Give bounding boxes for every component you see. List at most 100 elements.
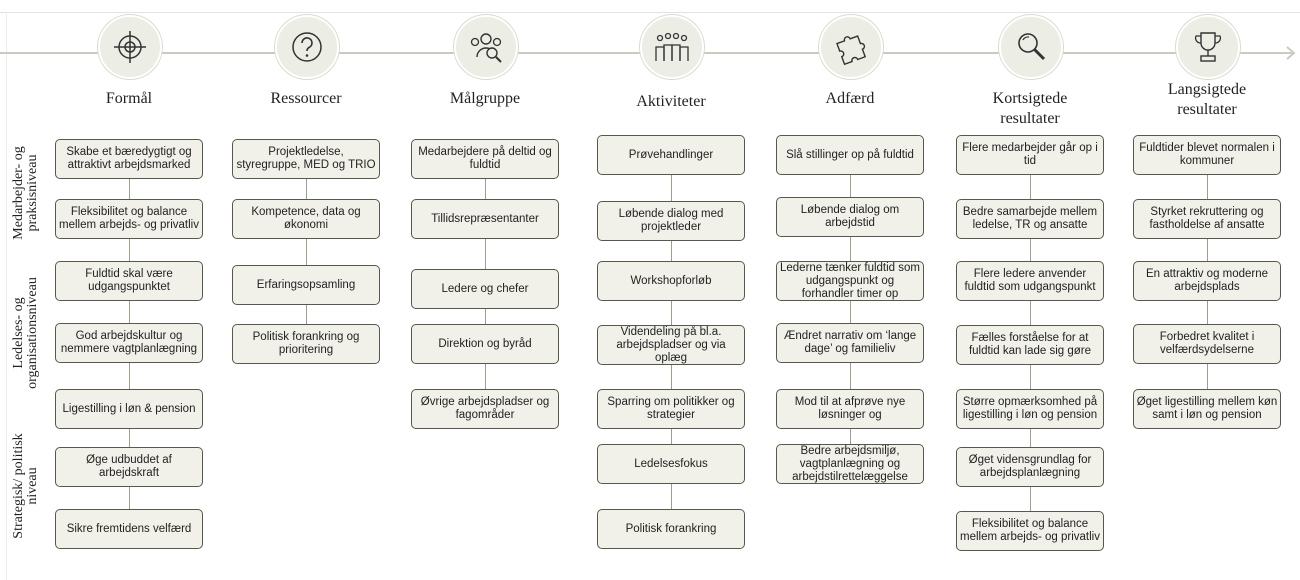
diagram-node: Kompetence, data og økonomi [232, 199, 380, 239]
diagram-node: Løbende dialog om arbejdstid [776, 197, 924, 237]
connector-line [1207, 364, 1208, 389]
diagram-node: Politisk forankring [597, 509, 745, 549]
connector-line [129, 429, 130, 447]
connector-line [129, 239, 130, 261]
connector-line [1030, 301, 1031, 325]
column-title: Målgruppe [449, 90, 521, 107]
diagram-node: Fælles forståelse for at fuldtid kan lad… [956, 325, 1104, 365]
connector-line [1030, 429, 1031, 447]
diagram-node: Erfaringsopsamling [232, 265, 380, 305]
level-label-employee: Medarbejder- og praksisniveau [11, 145, 40, 240]
connector-line [485, 309, 486, 324]
connector-line [129, 301, 130, 323]
diagram-node: Ændret narrativ om ‘lange dage’ og famil… [776, 323, 924, 363]
diagram-node: Fleksibilitet og balance mellem arbejds-… [55, 199, 203, 239]
connector-line [1207, 239, 1208, 261]
connector-line [671, 175, 672, 201]
diagram-node: Ledelsesfokus [597, 444, 745, 484]
connector-line [306, 179, 307, 199]
connector-line [306, 239, 307, 265]
connector-line [850, 363, 851, 389]
column-icon-circle [98, 15, 162, 79]
diagram-node: Sikre fremtidens velfærd [55, 509, 203, 549]
people-search-icon [470, 33, 502, 63]
connector-line [1030, 175, 1031, 199]
diagram-node: Workshopforløb [597, 261, 745, 301]
diagram-node: Flere medarbejder går op i tid [956, 135, 1104, 175]
connector-line [1030, 365, 1031, 389]
connector-line [1207, 175, 1208, 199]
column-icon-circle [454, 15, 518, 79]
magnifier-icon [1018, 33, 1046, 61]
trophy-icon [1194, 32, 1222, 62]
diagram-node: Lederne tænker fuldtid som udgangspunkt … [776, 261, 924, 301]
column-icon-circle [640, 15, 704, 79]
diagram-node: Styrket rekruttering og fastholdelse af … [1133, 199, 1281, 239]
connector-line [850, 301, 851, 323]
diagram-node: Øget vidensgrundlag for arbejdsplanlægni… [956, 447, 1104, 487]
question-icon [292, 32, 322, 62]
diagram-node: En attraktiv og moderne arbejdsplads [1133, 261, 1281, 301]
diagram-node: Øvrige arbejdspladser og fagområder [411, 389, 559, 429]
left-border [6, 12, 7, 580]
connector-line [129, 487, 130, 509]
diagram-node: Sparring om politikker og strategier [597, 389, 745, 429]
column-title: Formål [105, 90, 153, 107]
diagram-node: Skabe et bæredygtigt og attraktivt arbej… [55, 139, 203, 179]
diagram-node: Bedre samarbejde mellem ledelse, TR og a… [956, 199, 1104, 239]
connector-line [671, 365, 672, 389]
diagram-node: Tillidsrepræsentanter [411, 199, 559, 239]
connector-line [671, 484, 672, 509]
diagram-node: Politisk forankring og prioritering [232, 324, 380, 364]
connector-line [485, 179, 486, 199]
diagram-node: Øge udbuddet af arbejdskraft [55, 447, 203, 487]
connector-line [671, 301, 672, 325]
connector-line [306, 305, 307, 324]
diagram-node: Direktion og byråd [411, 324, 559, 364]
column-title: Kortsigtede resultater [992, 90, 1068, 127]
diagram-node: Forbedret kvalitet i velfærdsydelserne [1133, 324, 1281, 364]
connector-line [850, 429, 851, 444]
column-icon-circle [1176, 15, 1240, 79]
connector-line [1030, 239, 1031, 261]
diagram-node: Slå stillinger op på fuldtid [776, 135, 924, 175]
diagram-node: Projektledelse, styregruppe, MED og TRIO [232, 139, 380, 179]
diagram-node: Medarbejdere på deltid og fuldtid [411, 139, 559, 179]
diagram-node: Mod til at afprøve nye løsninger og [776, 389, 924, 429]
level-label-strategic: Strategisk/ politisk niveau [11, 432, 40, 539]
connector-line [850, 237, 851, 261]
diagram-node: Større opmærksomhed på ligestilling i lø… [956, 389, 1104, 429]
connector-line [129, 363, 130, 389]
top-border [0, 12, 1300, 13]
diagram-node: Øget ligestilling mellem køn samt i løn … [1133, 389, 1281, 429]
column-icon-circle [999, 15, 1063, 79]
connector-line [1207, 301, 1208, 324]
column-title: Langsigtede resultater [1167, 81, 1247, 118]
column-title: Adfærd [825, 90, 875, 107]
diagram-node: Bedre arbejdsmiljø, vagtplanlægning og a… [776, 444, 924, 484]
connector-line [671, 429, 672, 444]
diagram-node: Ledere og chefer [411, 269, 559, 309]
diagram-node: Fleksibilitet og balance mellem arbejds-… [956, 511, 1104, 551]
target-icon [114, 31, 146, 63]
column-title: Aktiviteter [636, 93, 706, 110]
diagram-node: God arbejdskultur og nemmere vagtplanlæg… [55, 323, 203, 363]
diagram-node: Fuldtid skal være udgangspunktet [55, 261, 203, 301]
column-icon-circle [275, 15, 339, 79]
column-title: Ressourcer [270, 90, 342, 107]
connector-line [485, 364, 486, 389]
column-icon-circle [819, 15, 883, 79]
connector-line [129, 179, 130, 199]
diagram-node: Ligestilling i løn & pension [55, 389, 203, 429]
diagram-node: Løbende dialog med projektleder [597, 201, 745, 241]
diagram-node: Videndeling på bl.a. arbejdspladser og v… [597, 325, 745, 365]
connector-line [1030, 487, 1031, 511]
diagram-node: Prøvehandlinger [597, 135, 745, 175]
connector-line [850, 175, 851, 197]
timeline-arrow-icon [1286, 46, 1296, 60]
connector-line [485, 239, 486, 269]
puzzle-icon [836, 35, 867, 66]
connector-line [671, 241, 672, 261]
level-label-management: Ledelses- og organisationsniveau [11, 277, 40, 389]
diagram-node: Fuldtider blevet normalen i kommuner [1133, 135, 1281, 175]
